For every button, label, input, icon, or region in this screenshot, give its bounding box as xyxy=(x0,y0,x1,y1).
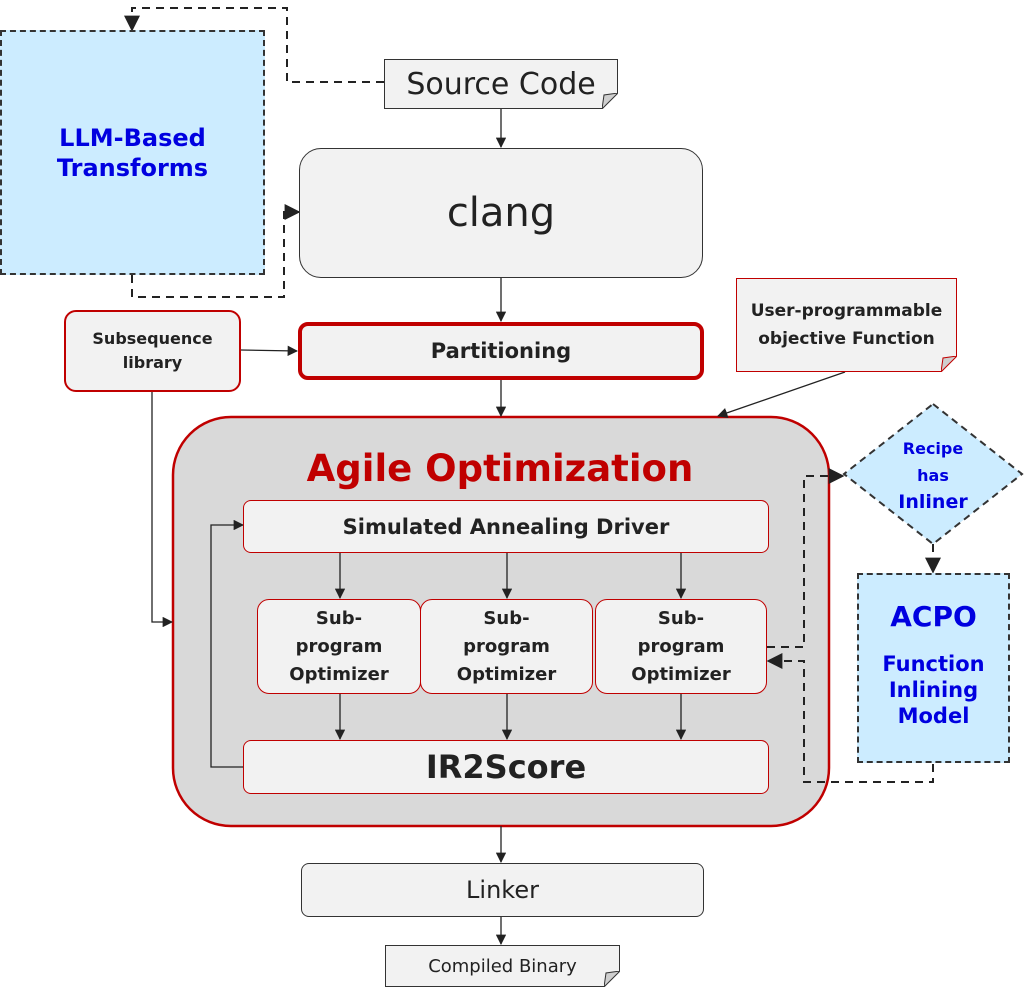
linker-label: Linker xyxy=(466,876,539,904)
simulated-annealing-driver-box: Simulated Annealing Driver xyxy=(243,500,769,553)
sub-program-optimizer-1: Sub-program Optimizer xyxy=(257,599,421,694)
clang-box: clang xyxy=(299,148,703,278)
acpo-subtitle: Function Inlining Model xyxy=(882,652,985,728)
subsequence-library-box: Subsequence library xyxy=(64,310,241,392)
folded-corner-icon xyxy=(941,356,957,372)
compiled-binary-box: Compiled Binary xyxy=(385,945,620,987)
recipe-line-1: Recipe xyxy=(902,438,964,458)
ir2score-box: IR2Score xyxy=(243,740,769,794)
agile-title: Agile Optimization xyxy=(250,440,750,496)
arrow-objective-to-agile xyxy=(717,371,846,418)
partitioning-label: Partitioning xyxy=(430,339,572,363)
partitioning-box: Partitioning xyxy=(298,322,704,380)
llm-transforms-box: LLM-Based Transforms xyxy=(0,30,265,275)
acpo-box: ACPO Function Inlining Model xyxy=(857,573,1010,763)
llm-transforms-label: LLM-Based Transforms xyxy=(56,123,209,182)
folded-corner-icon xyxy=(602,93,618,109)
dashed-source-to-llm xyxy=(124,7,384,83)
sub-program-optimizer-label: Sub-program Optimizer xyxy=(289,607,389,685)
recipe-line-2: has xyxy=(917,465,949,485)
source-code-label: Source Code xyxy=(406,66,596,102)
arrow-library-to-agile xyxy=(151,392,174,628)
agile-title-label: Agile Optimization xyxy=(306,446,694,490)
dashed-acpo-to-optimizer xyxy=(766,653,934,783)
recipe-line-3: Inliner xyxy=(898,490,968,513)
recipe-text: Recipe has Inliner xyxy=(873,432,993,518)
subsequence-library-label: Subsequence library xyxy=(92,329,213,372)
recipe-diamond xyxy=(842,402,1024,546)
dashed-optimizer-to-recipe xyxy=(767,468,845,648)
ir2score-label: IR2Score xyxy=(425,748,587,786)
acpo-title: ACPO xyxy=(890,600,977,633)
objective-function-label: User-programmable objective Function xyxy=(750,301,943,349)
sub-program-optimizer-label: Sub-program Optimizer xyxy=(631,607,731,685)
dashed-llm-to-clang xyxy=(131,204,301,298)
folded-corner-icon xyxy=(604,971,620,987)
compiled-binary-label: Compiled Binary xyxy=(428,955,577,977)
sub-program-optimizer-label: Sub-program Optimizer xyxy=(456,607,557,685)
arrow-ir2score-feedback xyxy=(210,519,245,768)
linker-box: Linker xyxy=(301,863,704,917)
simulated-annealing-driver-label: Simulated Annealing Driver xyxy=(342,514,670,539)
clang-label: clang xyxy=(446,190,556,236)
arrow-library-to-partitioning xyxy=(240,345,299,357)
source-code-box: Source Code xyxy=(384,59,618,109)
sub-program-optimizer-3: Sub-program Optimizer xyxy=(595,599,767,694)
sub-program-optimizer-2: Sub-program Optimizer xyxy=(420,599,593,694)
objective-function-box: User-programmable objective Function xyxy=(736,278,957,372)
